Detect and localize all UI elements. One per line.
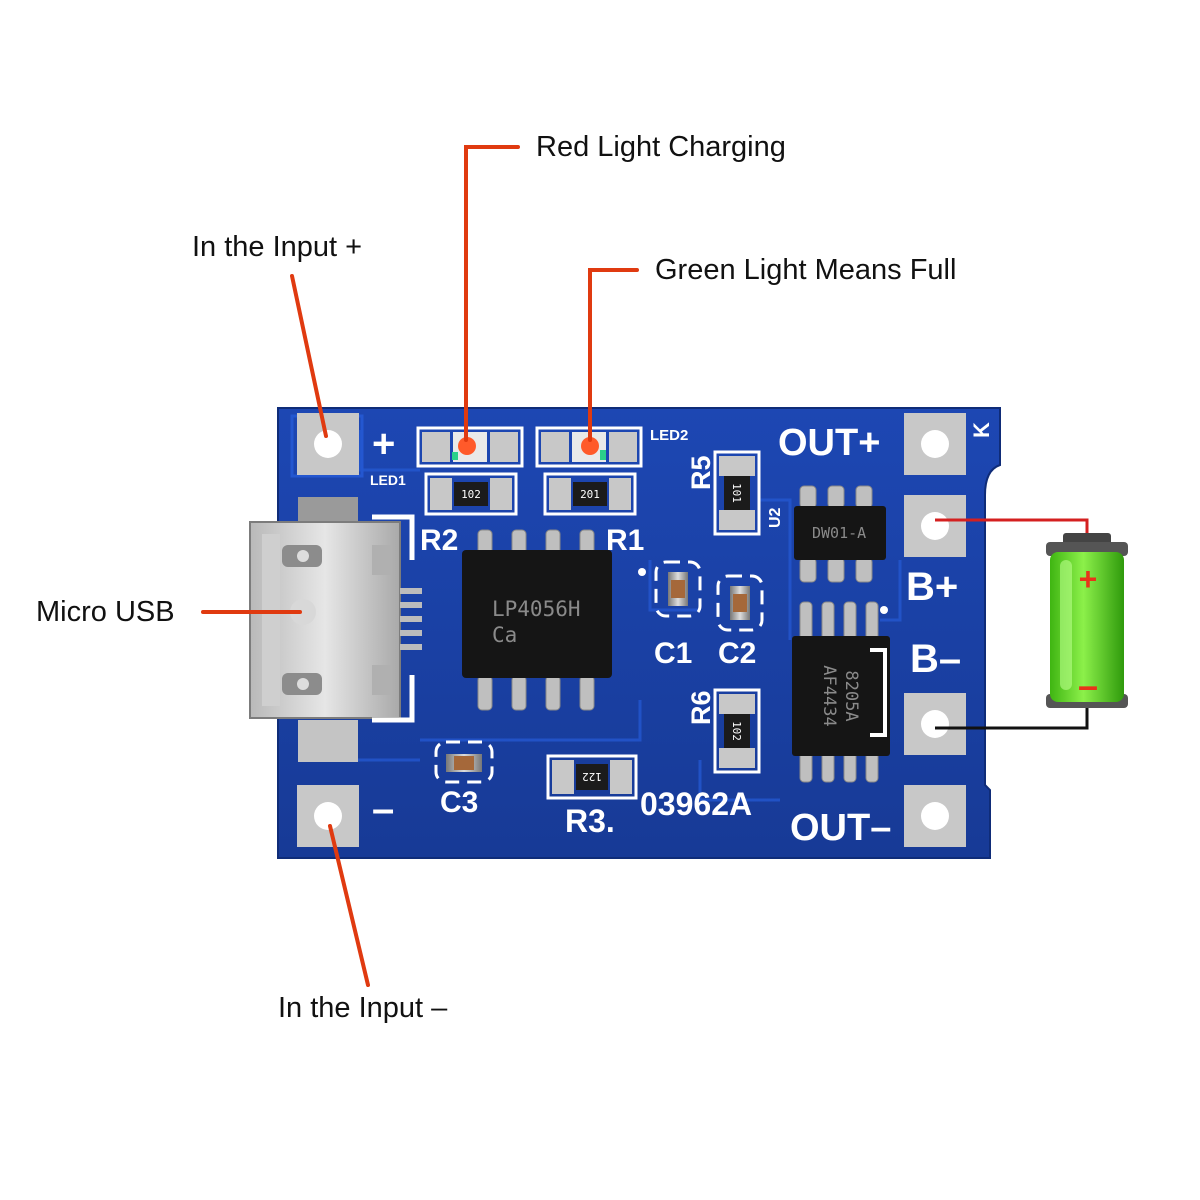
r1-code: 201 xyxy=(580,488,600,501)
capacitor-c3 xyxy=(434,740,494,784)
pin1-dot-main xyxy=(638,568,646,576)
protect-ic-label: DW01-A xyxy=(812,524,866,542)
silk-r5: R5 xyxy=(686,455,716,490)
silk-k: K xyxy=(969,422,994,438)
silk-c3: C3 xyxy=(440,786,478,819)
silk-b-minus: B– xyxy=(910,637,961,681)
silk-c1: C1 xyxy=(654,637,692,670)
callout-input-minus: In the Input – xyxy=(278,992,448,1024)
led1-red xyxy=(416,426,524,468)
battery: + – xyxy=(1046,533,1128,708)
mosfet-ic-line2: AF4434 xyxy=(819,665,839,726)
callout-input-plus: In the Input + xyxy=(192,231,363,263)
r3-code: 122 xyxy=(582,770,602,783)
pcb-traces xyxy=(330,430,902,802)
silk-out-plus: OUT+ xyxy=(778,422,880,464)
main-ic-line1: LP4056H xyxy=(492,597,581,621)
silk-r2: R2 xyxy=(420,524,458,557)
callout-line-green-light xyxy=(588,268,639,442)
resistor-r1: 201 xyxy=(543,472,637,516)
pin1-dot xyxy=(880,606,888,614)
led2-green xyxy=(535,426,643,468)
battery-minus-sign: – xyxy=(1078,665,1098,706)
out-minus-pad xyxy=(904,785,966,847)
capacitor-c2 xyxy=(716,574,764,632)
input-minus-pad xyxy=(297,785,359,847)
out-plus-pad xyxy=(904,413,966,475)
resistor-r5: 101 xyxy=(713,450,761,536)
silk-led1: LED1 xyxy=(370,472,406,488)
silk-board-code: 03962A xyxy=(640,786,752,822)
silk-r1: R1 xyxy=(606,524,644,557)
silk-u2: U2 xyxy=(767,507,784,528)
callout-micro-usb: Micro USB xyxy=(36,596,175,628)
silk-out-minus: OUT– xyxy=(790,807,891,849)
silk-led2: LED2 xyxy=(650,427,688,444)
silk-c2: C2 xyxy=(718,637,756,670)
callout-red-light: Red Light Charging xyxy=(536,131,786,163)
ic-lp4056h: LP4056H Ca xyxy=(462,529,612,711)
silk-minus: – xyxy=(372,787,394,831)
ic-8205a: 8205A AF4434 xyxy=(792,601,890,783)
b-plus-pad xyxy=(904,495,966,557)
b-minus-pad xyxy=(904,693,966,755)
battery-wire-negative xyxy=(935,705,1089,730)
callout-line-input-minus xyxy=(328,824,370,987)
main-ic-line2: Ca xyxy=(492,623,517,647)
mosfet-ic-line1: 8205A xyxy=(841,670,861,721)
callout-line-red-light xyxy=(464,145,520,442)
silk-b-plus: B+ xyxy=(906,565,958,609)
resistor-r3: 122 xyxy=(546,754,638,800)
ic-dw01a: DW01-A xyxy=(794,485,886,583)
silk-r3: R3. xyxy=(565,803,615,839)
resistor-r6: 102 xyxy=(713,688,761,774)
resistor-r2: 102 xyxy=(424,472,518,516)
micro-usb-connector xyxy=(249,497,422,762)
callout-line-input-plus xyxy=(290,274,328,438)
silk-plus: + xyxy=(372,422,395,466)
input-plus-pad xyxy=(297,413,359,475)
callout-green-light: Green Light Means Full xyxy=(655,254,957,286)
r2-code: 102 xyxy=(461,488,481,501)
r6-code: 102 xyxy=(730,721,743,741)
silk-r6: R6 xyxy=(686,690,716,725)
battery-plus-sign: + xyxy=(1079,561,1098,597)
capacitor-c1 xyxy=(654,560,702,618)
r5-code: 101 xyxy=(730,483,743,503)
callout-lines xyxy=(201,145,639,987)
